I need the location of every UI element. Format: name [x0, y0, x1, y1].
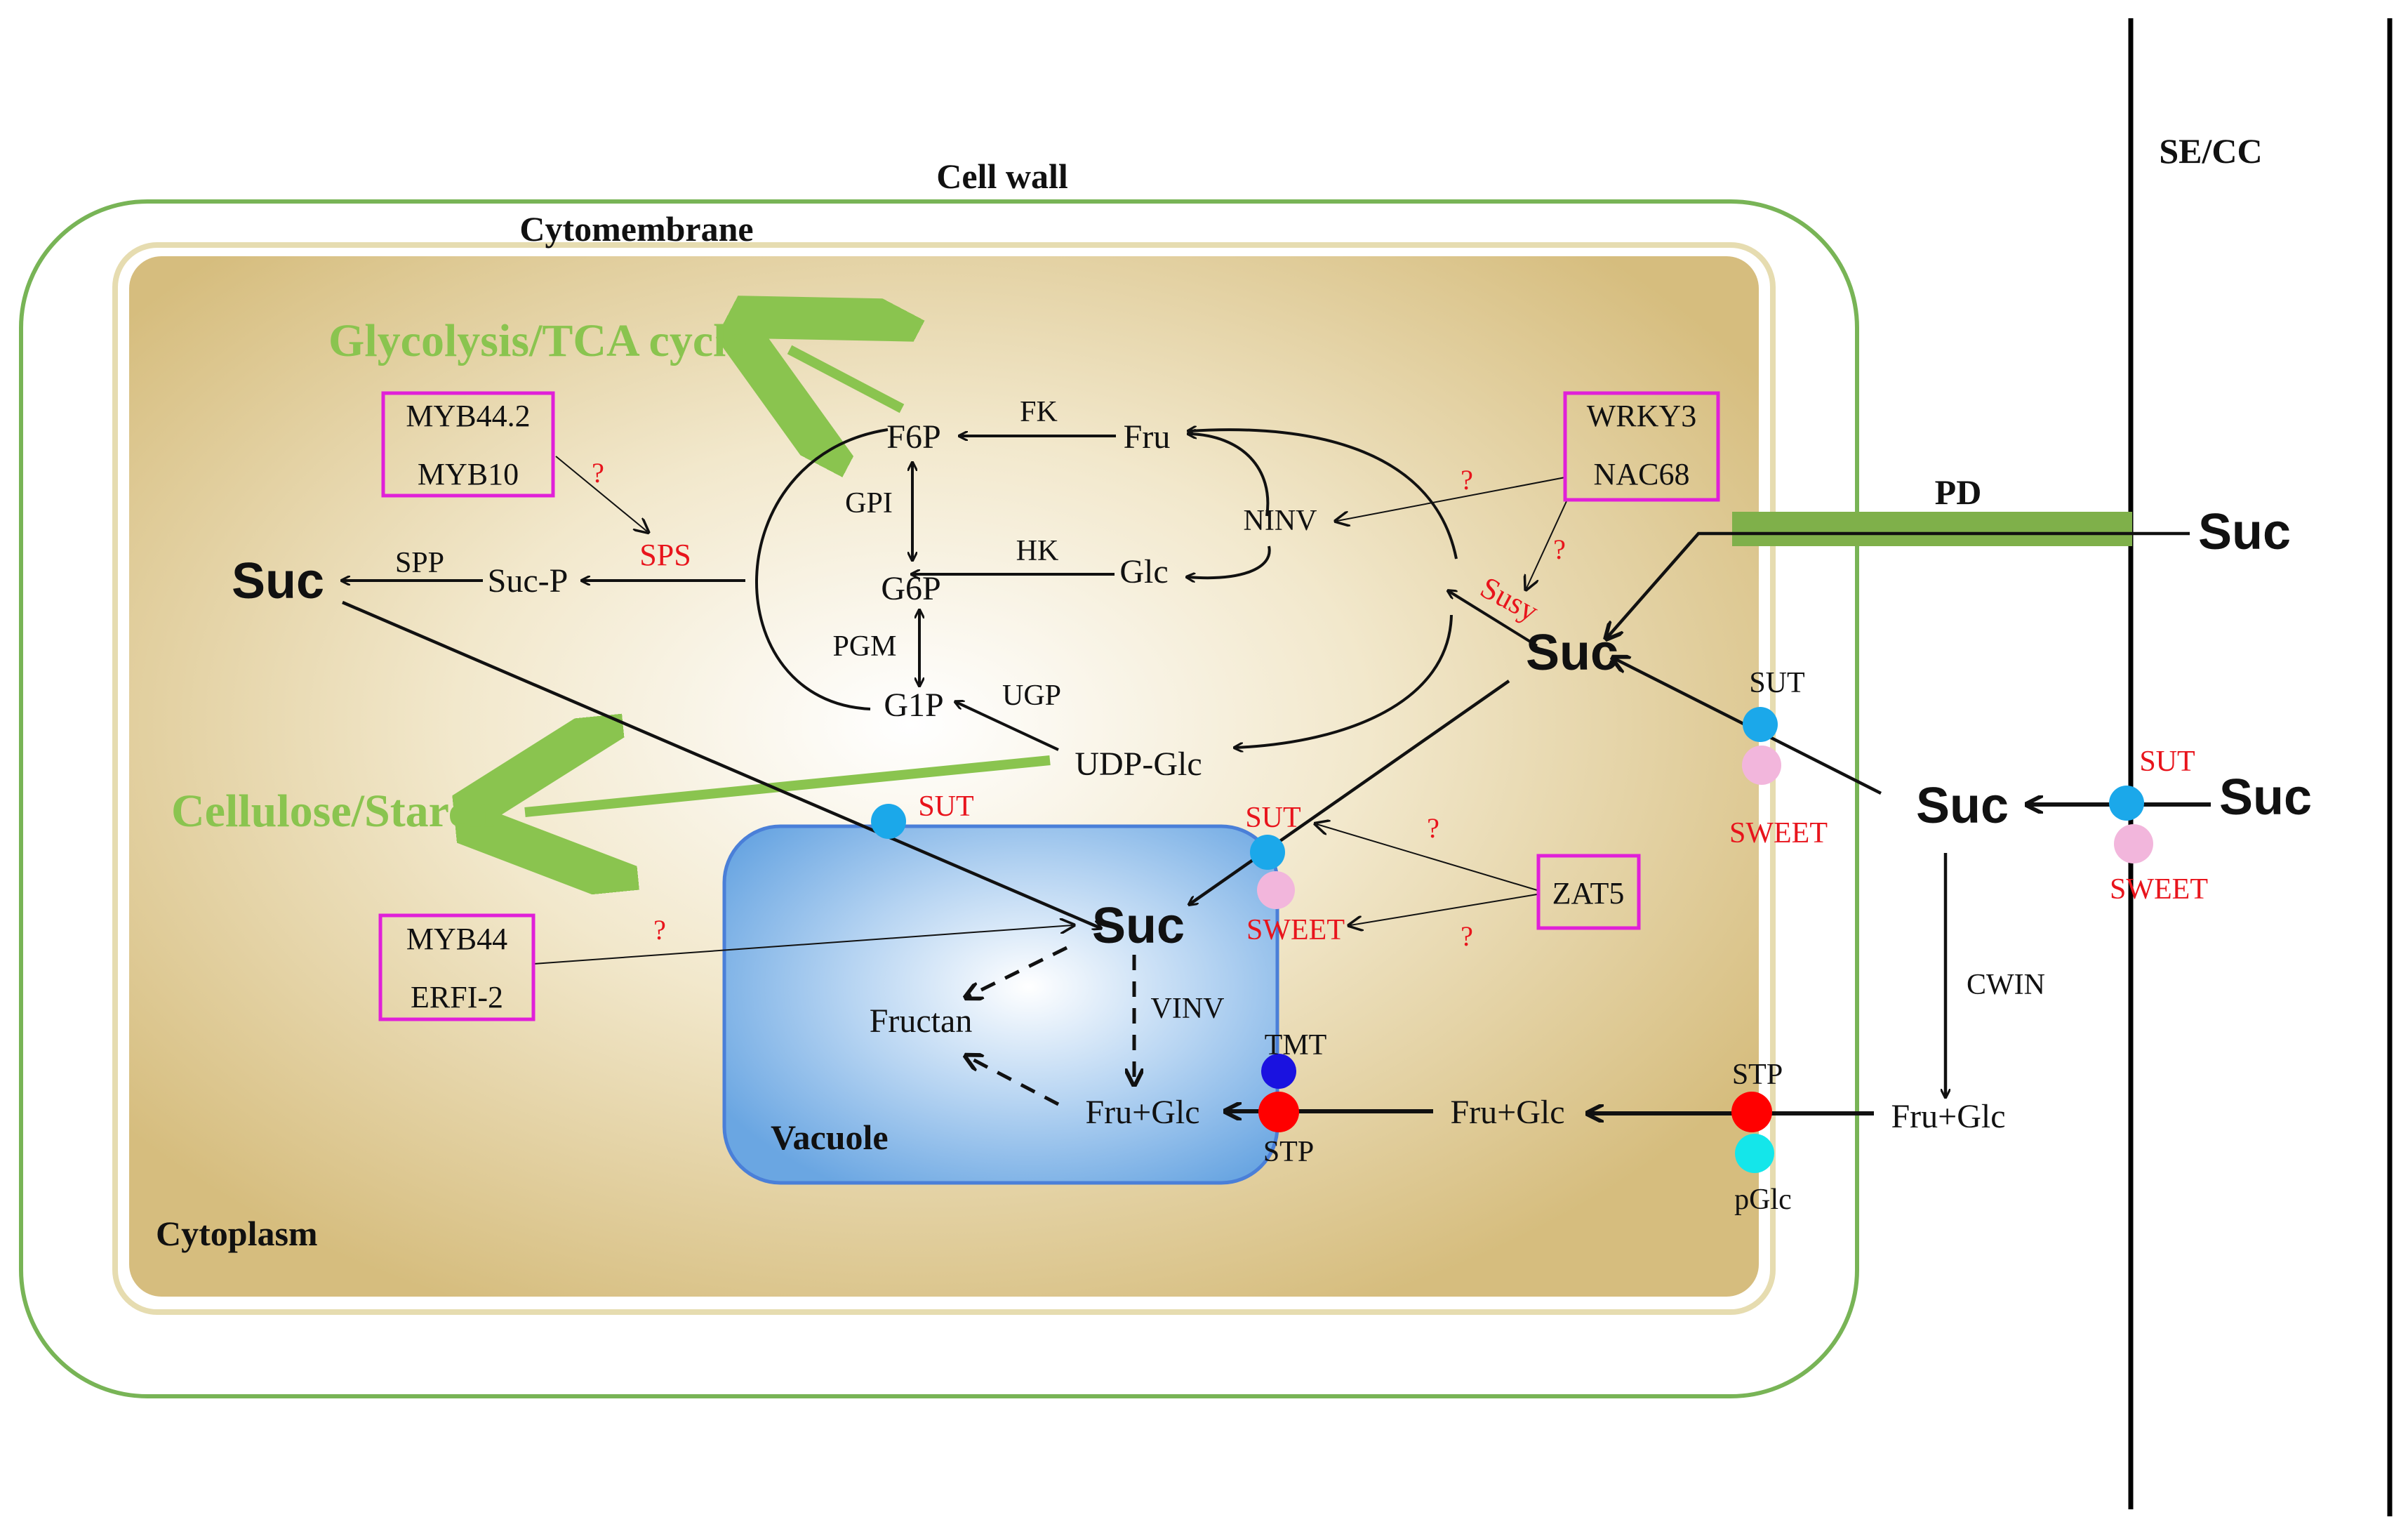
- enzyme-cwin: CWIN: [1967, 969, 2045, 1001]
- cytoplasm-label: Cytoplasm: [156, 1214, 318, 1253]
- pd-plasmodesmata: [1732, 512, 2132, 546]
- suc-cytoplasm-center: Suc: [1526, 625, 1618, 681]
- susy-to-fru-arc: [1189, 430, 1458, 560]
- se-cc-label: SE/CC: [2159, 131, 2262, 171]
- pd-label: PD: [1935, 472, 1982, 512]
- cytomembrane-label: Cytomembrane: [519, 209, 753, 249]
- sut-dot-membrane: [1743, 707, 1778, 742]
- vacuole-label: Vacuole: [771, 1118, 889, 1157]
- glycolysis-label: Glycolysis/TCA cycle: [328, 315, 747, 366]
- stp-dot-vacuole: [1258, 1092, 1299, 1132]
- unknown-mark-ninv: ?: [1461, 464, 1473, 496]
- enzyme-pgm: PGM: [832, 630, 896, 663]
- sut-label-vacuole-left: SUT: [918, 790, 973, 823]
- sweet-dot-membrane: [1742, 746, 1781, 785]
- metabolite-f6p: F6P: [886, 418, 940, 456]
- regulator-nac68: NAC68: [1594, 457, 1690, 491]
- suc-apoplast: Suc: [1916, 778, 2009, 834]
- suc-center-to-vacuole-arrow: [1190, 680, 1510, 904]
- enzyme-fk: FK: [1020, 396, 1058, 428]
- regulator-box-myb44-erfi2: [378, 913, 536, 1021]
- regulator-box-zat5: [1536, 854, 1641, 930]
- enzyme-sps: SPS: [639, 538, 691, 572]
- metabolite-fru-glc-vacuole: Fru+Glc: [1085, 1094, 1199, 1131]
- metabolite-fru-glc-apoplast: Fru+Glc: [1891, 1098, 2005, 1135]
- metabolite-fru-glc-cytoplasm: Fru+Glc: [1450, 1094, 1564, 1131]
- metabolite-fru: Fru: [1124, 418, 1171, 456]
- frugl-to-fructan-dashed: [967, 1057, 1060, 1106]
- sut-label-secc: SUT: [2139, 746, 2195, 778]
- enzyme-hk: HK: [1016, 535, 1059, 567]
- regulator-zat5: ZAT5: [1552, 876, 1625, 911]
- pglc-dot: [1735, 1134, 1774, 1173]
- suc-left-to-vacuole-arrow: [342, 600, 1100, 928]
- suc-vacuole: Suc: [1092, 898, 1185, 954]
- wrky-to-ninv-arrow: [1337, 477, 1566, 521]
- sut-label-vacuole-right: SUT: [1245, 802, 1301, 834]
- ninv-glc-arc: [1188, 545, 1271, 578]
- regulator-myb44: MYB44: [406, 922, 507, 956]
- enzyme-ugp: UGP: [1002, 680, 1061, 712]
- unknown-mark-sps: ?: [592, 457, 604, 489]
- sweet-label-secc: SWEET: [2110, 873, 2208, 906]
- metabolite-g1p: G1P: [884, 687, 943, 724]
- pd-suc-to-suc-arrow: [1607, 531, 2190, 637]
- suc-to-fructan-dashed: [967, 946, 1068, 997]
- susy-to-udpglc-arc: [1235, 614, 1453, 748]
- ninv-fru-arc: [1189, 434, 1270, 517]
- regulator-wrky3: WRKY3: [1587, 399, 1696, 433]
- cell-wall-label: Cell wall: [936, 157, 1068, 196]
- stp-label-membrane: STP: [1732, 1059, 1783, 1091]
- regulator-box-myb44-2-myb10: [381, 391, 555, 498]
- stp-dot-membrane: [1731, 1092, 1772, 1132]
- suc-secc: Suc: [2219, 769, 2312, 826]
- unknown-mark-myb44: ?: [653, 914, 666, 946]
- stp-label-vacuole: STP: [1263, 1136, 1314, 1168]
- myb44-to-vacuole-suc-arrow: [533, 925, 1072, 965]
- sweet-label-membrane: SWEET: [1729, 817, 1828, 849]
- unknown-mark-susy: ?: [1553, 534, 1566, 565]
- sut-dot-secc: [2109, 786, 2144, 821]
- sut-label-membrane: SUT: [1749, 667, 1804, 699]
- enzyme-ninv: NINV: [1244, 505, 1317, 537]
- zat5-to-sweet-arrow: [1350, 894, 1538, 925]
- regulator-myb44-2: MYB44.2: [406, 399, 530, 433]
- cellulose-arrow: [525, 760, 1051, 812]
- sweet-dot-vacuole: [1257, 871, 1295, 909]
- suc-cytoplasm-left: Suc: [232, 553, 324, 609]
- pglc-label: pGlc: [1734, 1184, 1792, 1216]
- glycolysis-arrow: [790, 350, 902, 409]
- unknown-mark-zat5-sut: ?: [1427, 812, 1439, 844]
- metabolite-glc: Glc: [1119, 553, 1168, 590]
- cytoplasm-region: [129, 256, 1759, 1297]
- tmt-dot: [1261, 1054, 1296, 1089]
- regulator-myb10: MYB10: [418, 457, 519, 491]
- regulator-erfi-2: ERFI-2: [411, 980, 503, 1014]
- myb-to-sps-arrow: [555, 456, 647, 531]
- sut-dot-vacuole-right: [1250, 835, 1285, 870]
- enzyme-spp: SPP: [395, 547, 444, 579]
- udpglc-to-g1p-arrow: [956, 702, 1059, 751]
- metabolite-g6p: G6P: [881, 570, 940, 607]
- cellulose-label: Cellulose/Starch: [171, 786, 495, 837]
- suc-to-susy-arrow: [1449, 591, 1538, 647]
- enzyme-vinv: VINV: [1151, 993, 1225, 1025]
- vacuole-region: [722, 824, 1279, 1185]
- enzyme-gpi: GPI: [845, 487, 893, 519]
- suc-pd-source: Suc: [2198, 504, 2291, 560]
- metabolite-fructan: Fructan: [870, 1002, 973, 1040]
- regulator-box-wrky3-nac68: [1563, 391, 1720, 502]
- metabolite-suc-p: Suc-P: [488, 562, 568, 600]
- unknown-mark-zat5-sweet: ?: [1461, 920, 1473, 952]
- metabolite-udp-glc: UDP-Glc: [1075, 746, 1202, 783]
- zat5-to-sut-arrow: [1317, 824, 1538, 891]
- wrky-to-susy-arrow: [1526, 501, 1567, 588]
- tmt-label: TMT: [1265, 1029, 1327, 1061]
- sweet-label-vacuole: SWEET: [1246, 914, 1345, 946]
- sweet-dot-secc: [2114, 824, 2153, 863]
- sut-dot-vacuole-left: [871, 804, 906, 839]
- big-loop-arc: [755, 428, 889, 710]
